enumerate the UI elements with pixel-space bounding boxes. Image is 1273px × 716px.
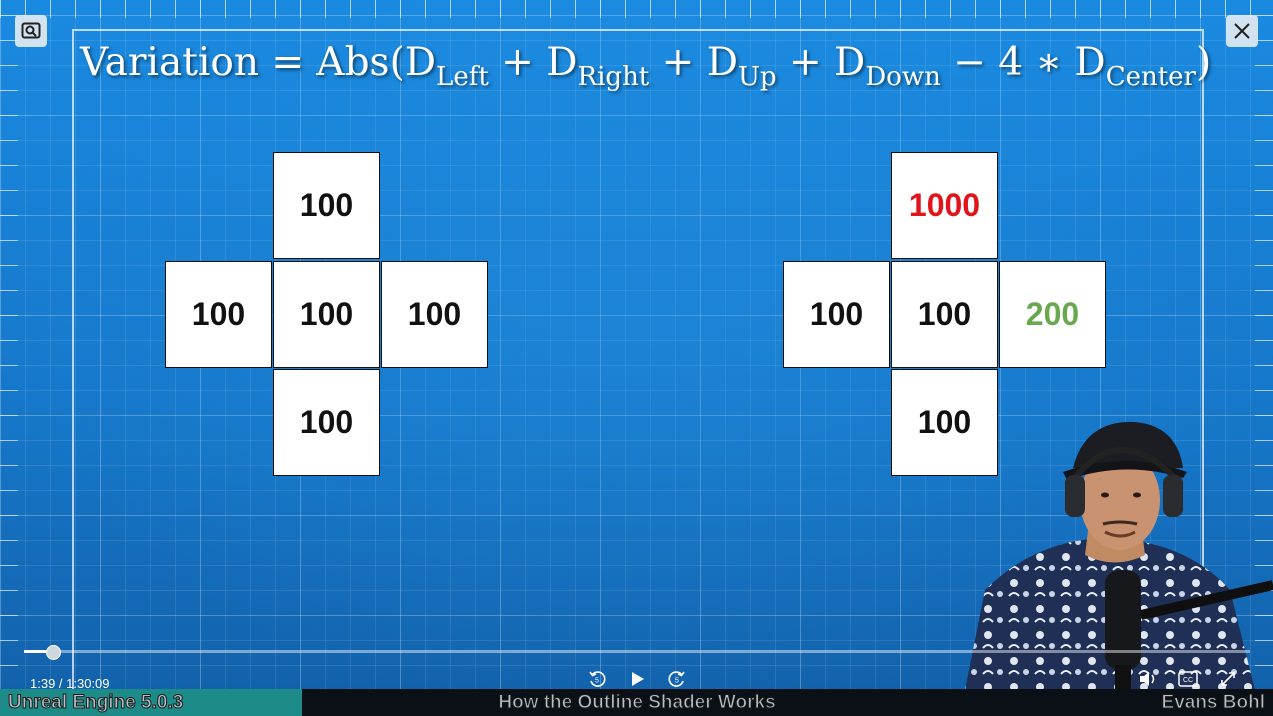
close-button[interactable] xyxy=(1226,15,1258,47)
left-grid-up-cell: 100 xyxy=(273,152,380,259)
banner-right: Evans Bohl xyxy=(1161,689,1265,716)
right-grid-left-cell: 100 xyxy=(783,261,890,368)
sub-up: Up xyxy=(738,62,777,92)
play-button[interactable] xyxy=(626,668,648,690)
left-grid-right-cell: 100 xyxy=(381,261,488,368)
ruler-top xyxy=(0,0,1273,18)
forward-button[interactable]: 5 xyxy=(666,668,688,690)
left-grid-down-cell: 100 xyxy=(273,369,380,476)
progress-bar[interactable] xyxy=(24,645,1250,660)
sub-left: Left xyxy=(436,62,489,92)
play-icon xyxy=(632,672,644,686)
captions-button[interactable]: CC xyxy=(1177,668,1199,690)
variation-formula: Variation = Abs(DLeft + DRight + DUp + D… xyxy=(80,40,1212,92)
right-grid-up-cell: 1000 xyxy=(891,152,998,259)
forward-5-icon: 5 xyxy=(668,671,685,687)
sub-right: Right xyxy=(577,62,650,92)
progress-scrubber[interactable] xyxy=(46,645,62,660)
video-title: How the Outline Shader Works xyxy=(498,691,776,713)
fullscreen-button[interactable] xyxy=(1217,668,1239,690)
sub-down: Down xyxy=(865,62,941,92)
close-icon xyxy=(1234,23,1250,39)
zoom-picture-icon xyxy=(21,22,41,39)
presenter-name: Evans Bohl xyxy=(1161,691,1265,713)
progress-fill xyxy=(24,650,53,653)
captions-icon: CC xyxy=(1178,671,1198,687)
zoom-picture-button[interactable] xyxy=(15,15,47,47)
ruler-left xyxy=(0,0,18,716)
volume-button[interactable] xyxy=(1137,668,1159,690)
left-grid-left-cell: 100 xyxy=(165,261,272,368)
title-banner: Unreal Engine 5.0.3 How the Outline Shad… xyxy=(0,689,1273,716)
rewind-5-icon: 5 xyxy=(589,671,606,687)
presenter-webcam xyxy=(965,421,1273,690)
slide-border xyxy=(72,29,1204,711)
rewind-button[interactable]: 5 xyxy=(586,668,608,690)
sub-center: Center xyxy=(1105,62,1196,92)
ruler-right xyxy=(1255,0,1273,716)
right-grid-down-cell: 100 xyxy=(891,369,998,476)
right-grid-right-cell: 200 xyxy=(999,261,1106,368)
fullscreen-icon xyxy=(1221,672,1235,686)
svg-text:CC: CC xyxy=(1183,677,1193,684)
svg-text:5: 5 xyxy=(675,678,679,685)
time-display: 1:39 / 1:30:09 xyxy=(30,676,110,691)
left-grid-center-cell: 100 xyxy=(273,261,380,368)
svg-text:5: 5 xyxy=(595,678,599,685)
engine-version-label: Unreal Engine 5.0.3 xyxy=(7,691,184,713)
volume-icon xyxy=(1140,672,1155,686)
banner-left: Unreal Engine 5.0.3 xyxy=(0,689,302,716)
banner-center: How the Outline Shader Works xyxy=(302,689,972,716)
right-grid-center-cell: 100 xyxy=(891,261,998,368)
